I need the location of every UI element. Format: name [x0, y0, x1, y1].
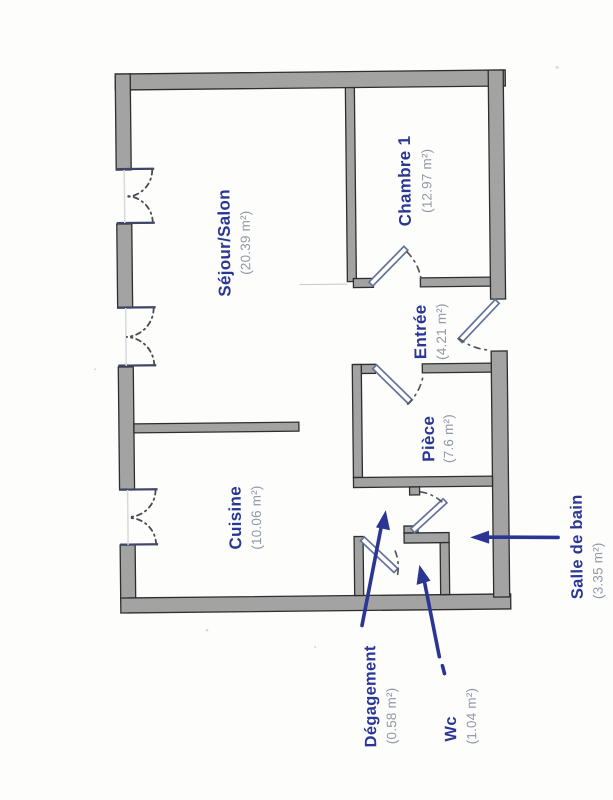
arrow-degagement — [360, 510, 390, 628]
window-sejour-lower — [117, 306, 157, 367]
door-swing-arc — [394, 550, 400, 576]
outer-walls — [114, 69, 512, 614]
wall-segment — [133, 421, 300, 434]
arrow-head — [375, 510, 390, 531]
room-name: Séjour/Salon — [214, 189, 234, 297]
door-cuisine-degagement — [359, 535, 400, 576]
room-name: Cuisine — [226, 486, 246, 550]
wall-segment — [487, 69, 507, 300]
room-label-wc: Wc (1.04 m²) — [442, 688, 480, 745]
wall-segment — [419, 276, 492, 288]
scan-speck — [555, 66, 559, 69]
scan-speck — [205, 628, 209, 632]
door-piece — [371, 363, 425, 405]
wall-segment — [353, 535, 365, 597]
arrow-shaft — [360, 521, 384, 628]
wall-segment — [408, 486, 421, 496]
door-swing-arc — [406, 251, 423, 282]
wall-segment — [490, 350, 511, 598]
room-label-cuisine: Cuisine (10.06 m²) — [226, 485, 265, 550]
wall-segment — [421, 362, 493, 374]
arrow-shaft — [421, 575, 442, 659]
scan-speck — [94, 368, 97, 371]
window-tick — [118, 364, 157, 367]
room-label-salle-de-bain: Salle de bain (3.35 m²) — [568, 494, 606, 599]
door-leaf — [371, 363, 414, 405]
faint-scan-line — [299, 283, 348, 286]
door-swing-arc — [419, 491, 444, 504]
wall-segment — [114, 73, 132, 171]
room-label-chambre-1: Chambre 1 (12.97 m²) — [395, 136, 435, 227]
room-name: Pièce — [419, 416, 438, 462]
room-name: Wc — [442, 716, 460, 742]
window-casement-arc — [127, 517, 158, 546]
door-leaf — [409, 497, 449, 534]
room-area: (4.21 m²) — [434, 303, 450, 360]
room-area: (0.58 m²) — [384, 688, 400, 745]
wall-segment — [403, 531, 450, 544]
wall-segment — [117, 366, 136, 491]
door-chambre-1 — [367, 245, 423, 288]
arrow-head — [416, 564, 431, 585]
window-casement-arc — [124, 168, 154, 198]
door-entrance — [456, 298, 501, 351]
arrow-wc — [416, 564, 447, 676]
wall-segment — [120, 593, 512, 614]
inner-walls — [133, 86, 494, 597]
wall-segment — [439, 541, 451, 596]
window-cuisine — [119, 488, 159, 546]
window-plane-line — [124, 307, 128, 366]
window-plane-line — [123, 169, 126, 223]
door-leaf — [367, 245, 410, 288]
window-tick — [116, 167, 155, 171]
room-label-sejour-salon: Séjour/Salon (20.39 m²) — [214, 189, 253, 297]
door-swing-arc — [406, 372, 425, 405]
arrow-shaft-dash — [440, 663, 447, 676]
wall-segment — [352, 475, 494, 489]
room-area: (7.6 m²) — [441, 414, 457, 463]
room-label-piece: Pièce (7.6 m²) — [419, 414, 457, 463]
arrow-shaft — [487, 535, 560, 540]
window-casement-arc — [124, 195, 154, 224]
window-plane-line — [126, 489, 129, 545]
door-leaf — [456, 298, 501, 344]
room-area: (1.04 m²) — [464, 688, 480, 745]
arrow-salle-de-bain — [470, 530, 560, 544]
room-name: Entrée — [411, 304, 431, 359]
wall-segment — [119, 544, 137, 602]
window-tick — [117, 306, 156, 309]
window-tick — [116, 221, 155, 225]
room-area: (12.97 m²) — [419, 149, 435, 213]
window-casement-arc — [126, 336, 156, 367]
wall-segment — [114, 69, 507, 91]
scan-speck — [314, 645, 317, 648]
room-label-degagement: Dégagement (0.58 m²) — [361, 645, 400, 747]
room-name: Dégagement — [361, 645, 380, 747]
room-area: (3.35 m²) — [590, 542, 606, 599]
room-area: (10.06 m²) — [249, 485, 265, 549]
door-wc — [409, 491, 449, 534]
window-casement-arc — [126, 306, 155, 338]
room-area: (20.39 m²) — [238, 210, 254, 274]
window-casement-arc — [127, 488, 157, 518]
room-name: Salle de bain — [568, 494, 587, 599]
window-sejour-upper — [116, 167, 155, 225]
wall-segment — [116, 223, 134, 309]
room-name: Chambre 1 — [395, 136, 415, 227]
window-tick — [120, 543, 159, 546]
door-leaf — [359, 535, 399, 574]
door-swing-arc — [458, 337, 492, 351]
wall-segment — [344, 86, 358, 283]
wall-segment — [351, 363, 364, 479]
arrow-head — [470, 530, 490, 544]
window-tick — [119, 488, 158, 491]
room-label-entree: Entrée (4.21 m²) — [411, 303, 450, 360]
